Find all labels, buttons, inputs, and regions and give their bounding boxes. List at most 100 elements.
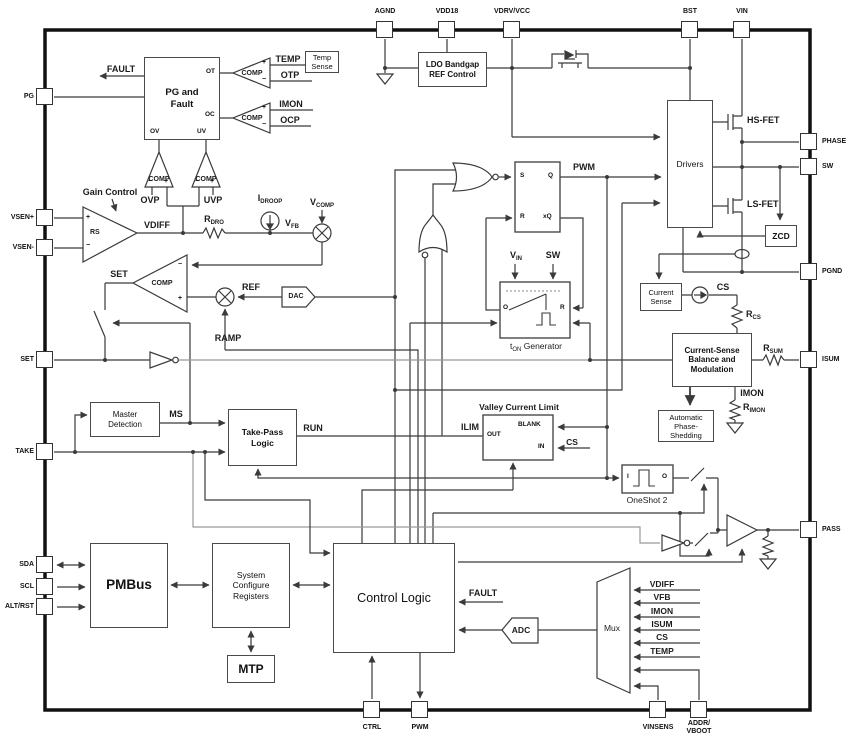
pass-inverter-bubble [683, 539, 691, 547]
label-pwm: PWM [573, 162, 595, 172]
pin-pwm [411, 701, 428, 718]
pin-alt-rst [36, 598, 53, 615]
pin-sw [800, 158, 817, 175]
port-ton-r: R [560, 304, 565, 311]
ground-pass [758, 558, 778, 570]
oneshot-pulse-glyph [633, 469, 655, 487]
label-adc: ADC [511, 625, 531, 635]
port-oneshot-o: O [662, 473, 668, 480]
set-inverter-bubble [172, 356, 179, 364]
gates-and-shapes [82, 50, 759, 694]
pin-label-addr-vboot: ADDR/ VBOOT [686, 720, 712, 736]
resistor-pass [761, 535, 775, 557]
main-comparator [131, 254, 188, 314]
pin-vinsens [649, 701, 666, 718]
valley-current-limit [482, 414, 554, 461]
port-valley-blank: BLANK [518, 421, 541, 428]
block-zcd: ZCD [765, 225, 797, 247]
ovp-comparator [144, 150, 174, 188]
nor-bubble [492, 173, 499, 181]
pin-label-vinsens: VINSENS [642, 724, 674, 731]
label-mux: Mux [603, 623, 621, 633]
rs-amplifier [82, 206, 139, 264]
label-temp: TEMP [275, 54, 301, 64]
pin-set [36, 351, 53, 368]
plus-mark-ot: + [262, 59, 267, 66]
adc-shape [501, 617, 539, 644]
port-valley-out: OUT [487, 431, 501, 438]
label-ls-fet: LS-FET [747, 199, 779, 209]
pin-pgnd [800, 263, 817, 280]
port-valley-in: IN [538, 443, 545, 450]
label-ilim: ILIM [461, 422, 479, 432]
label-imon: IMON [279, 99, 303, 109]
pass-buffer [726, 514, 759, 547]
pin-vdd18 [438, 21, 455, 38]
uvp-comparator [191, 150, 221, 188]
minus-mark-ovp: − [148, 178, 153, 185]
minus-mark-oc: − [262, 121, 267, 128]
mux-shape [596, 567, 631, 694]
minus-mark-ot: − [262, 76, 267, 83]
pin-label-vsen-minus: VSEN- [12, 244, 34, 251]
ground-agnd [375, 73, 395, 85]
label-comp-ot: COMP [241, 70, 263, 77]
set-inverter [149, 351, 174, 369]
pin-vsen-plus [36, 209, 53, 226]
label-oneshot2: OneShot 2 [626, 495, 668, 505]
block-pmbus: PMBus [90, 543, 168, 628]
pin-ctrl [363, 701, 380, 718]
pin-pg [36, 88, 53, 105]
pin-label-vsen-plus: VSEN+ [10, 214, 34, 221]
bidir-arrows [56, 561, 331, 653]
pin-label-sda: SDA [19, 561, 34, 568]
label-ocp: OCP [280, 115, 300, 125]
sr-latch [514, 161, 561, 233]
pin-bst [681, 21, 698, 38]
label-mux-imon: IMON [650, 606, 674, 616]
pin-label-isum: ISUM [822, 356, 840, 363]
label-imon-bottom: IMON [740, 388, 764, 398]
minus-mark-uvp: − [195, 178, 200, 185]
label-fault: FAULT [106, 64, 136, 74]
pin-label-pgnd: PGND [822, 268, 843, 275]
resistor-rcs [730, 304, 744, 329]
label-mux-cs: CS [656, 632, 668, 642]
label-uvp: UVP [203, 195, 223, 205]
label-comp-oc: COMP [241, 115, 263, 122]
label-comp-ovp: COMP [148, 176, 170, 183]
pin-isum [800, 351, 817, 368]
pin-label-take: TAKE [15, 448, 34, 455]
pin-addr-vboot [690, 701, 707, 718]
label-ramp: RAMP [214, 333, 242, 343]
ground-symbols [375, 73, 778, 570]
pin-label-ctrl: CTRL [362, 724, 382, 731]
dac-shape [281, 286, 316, 308]
label-fault-cl: FAULT [468, 588, 498, 598]
label-sw-ton: SW [545, 250, 561, 260]
label-otp: OTP [280, 70, 300, 80]
port-oc: OC [205, 111, 215, 118]
waveform-glyphs [506, 290, 655, 487]
plus-mark-rs: + [86, 214, 91, 221]
port-latch-r: R [520, 213, 525, 220]
pin-label-pwm: PWM [411, 724, 429, 731]
label-ton-generator: tON Generator [509, 341, 563, 353]
block-control-logic: Control Logic [333, 543, 455, 653]
label-rimon: RIMON [743, 402, 766, 415]
label-rsum: RSUM [763, 343, 783, 356]
port-ton-o: O [503, 304, 509, 311]
label-cs-top: CS [716, 282, 730, 292]
pin-vsen-minus [36, 239, 53, 256]
plus-mark-ovp: + [164, 178, 169, 185]
pin-sda [36, 556, 53, 573]
pin-label-scl: SCL [20, 583, 34, 590]
pin-label-pg: PG [23, 93, 34, 100]
